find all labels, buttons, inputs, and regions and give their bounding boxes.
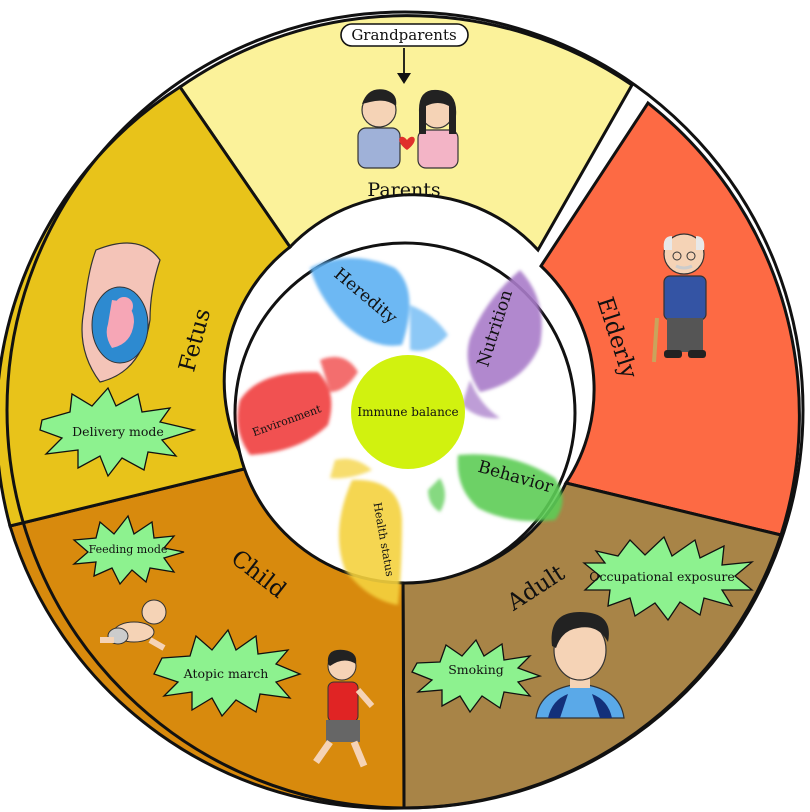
burst-shape xyxy=(411,638,543,714)
walking-child-icon xyxy=(313,649,375,768)
parents-couple-icon xyxy=(357,89,459,169)
burst-delivery-mode: Delivery mode xyxy=(39,386,197,478)
burst-shape xyxy=(72,514,185,586)
blade-heredity xyxy=(310,258,448,351)
arrow-down-icon xyxy=(397,48,411,84)
burst-label: Atopic march xyxy=(183,666,269,681)
burst-label: Occupational exposure xyxy=(589,569,735,584)
burst-occupational-exposure: Occupational exposure xyxy=(582,535,755,622)
hub-label: Immune balance xyxy=(357,405,458,419)
pinwheel xyxy=(237,258,563,605)
burst-smoking: Smoking xyxy=(411,638,543,714)
segment-parents xyxy=(177,14,634,253)
adult-person-icon xyxy=(535,612,625,719)
immune-balance-hub xyxy=(351,355,465,469)
burst-shape xyxy=(582,535,755,622)
grandparents-label: Grandparents xyxy=(351,26,456,44)
blade-nutrition xyxy=(462,270,542,419)
grandparents-box: Grandparents xyxy=(340,23,469,47)
burst-shape xyxy=(153,628,302,718)
crawling-baby-icon xyxy=(100,599,167,651)
parents-label: Parents xyxy=(367,179,440,201)
burst-shape xyxy=(39,386,197,478)
burst-atopic-march: Atopic march xyxy=(153,628,302,718)
burst-label: Smoking xyxy=(448,662,504,677)
elderly-person-icon xyxy=(652,233,707,363)
blade-environment xyxy=(237,356,358,455)
blade-behavior xyxy=(428,454,563,522)
burst-label: Feeding mode xyxy=(89,543,168,556)
pregnant-fetus-icon xyxy=(81,242,161,383)
blade-health xyxy=(330,458,402,605)
burst-feeding-mode: Feeding mode xyxy=(72,514,185,586)
burst-label: Delivery mode xyxy=(72,424,164,439)
